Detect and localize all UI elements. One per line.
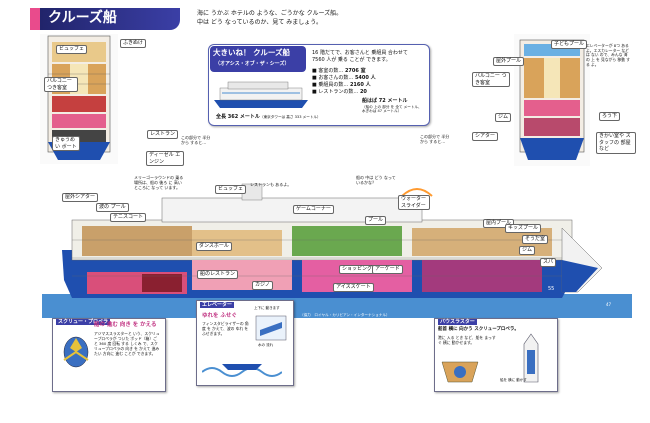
ship-label-gym: ジム xyxy=(519,246,536,255)
ship-label-tennis: テニスコート xyxy=(110,213,147,222)
stabilizer-wave-label: 上下に 動きます xyxy=(254,306,280,310)
ship-label-theater-hall: ダンスホール xyxy=(196,242,232,251)
right-label-balcony: バルコニー つき客室 xyxy=(472,72,510,87)
intro-line-1: 海に うかぶ ホテルの ような、ごうかな クルーズ船。 xyxy=(197,10,343,17)
info-length-label: 全長 362 メートル xyxy=(216,114,260,120)
ship-label-restaurant: 船のレストラン xyxy=(197,270,239,279)
aqua-theater-area xyxy=(82,226,192,256)
ship-hull-number: 55 xyxy=(548,286,555,292)
stabilizer-wave-illustration xyxy=(202,364,282,377)
stabilizer-card xyxy=(196,300,294,386)
left-flap-hint: この部分で 半分から すると… xyxy=(181,135,211,145)
left-label-buffet: ビュッフェ xyxy=(56,45,88,54)
water-slide xyxy=(401,188,433,197)
info-width-label: 船はば 72 メートル xyxy=(362,98,408,104)
info-desc-2: 7560 人が 乗る ことが できます。 xyxy=(312,57,391,63)
stabilizer-title: ゆれを ふせぐ xyxy=(202,313,237,319)
left-label-fukinuke: ふきぬけ xyxy=(120,39,147,48)
info-stat-3: ■ 乗組員の数… 2160 人 xyxy=(312,82,371,88)
stat-label-crew: 乗組員の数 xyxy=(318,82,344,88)
screw-text: アジマススラスターと いう、スクリュープロペラが ついた ポッド（箱）ごと 36… xyxy=(94,331,160,356)
ship-label-buffet: ビュッフェ xyxy=(215,185,247,194)
stat-value-guests: 5400 人 xyxy=(354,75,376,81)
right-label-kids-pool: 子どもプール xyxy=(551,40,588,49)
stat-value-rooms: 2706 室 xyxy=(344,68,366,74)
screw-propeller-illustration xyxy=(63,336,89,368)
right-label-rope: ろう下 xyxy=(599,112,621,121)
info-stat-2: ■ お客さんの数… 5400 人 xyxy=(312,75,376,81)
central-park-area xyxy=(292,226,402,256)
right-bubble: エレベーターが 8つ あるよ。エスカレーター などは ない ので、みんな 海の … xyxy=(586,43,631,67)
stabilizer-label: エレベーター xyxy=(200,302,235,308)
left-label-diesel: ディーゼル エンジン xyxy=(146,151,184,166)
ship-label-pool-mid: プール xyxy=(365,216,387,225)
page-number-right: 47 xyxy=(606,302,612,307)
left-label-balcony: バルコニー つき客室 xyxy=(44,77,78,92)
stabilizer-text: フィンスタビライザーの 角度 を かえて、波の ゆれ を ふせぎます。 xyxy=(202,321,249,336)
right-cutaway-svg xyxy=(519,39,585,160)
info-title: 大きいね！ クルーズ船 xyxy=(213,48,291,57)
stat-label-guests: お客さんの数 xyxy=(318,75,349,81)
ship-label-casino: カジノ xyxy=(252,281,273,290)
bow-thruster-illustration xyxy=(441,361,479,383)
ship-bridge-note: 船の 中は どう なって いるかな？ xyxy=(356,175,396,185)
info-ship-side-view xyxy=(214,81,308,108)
ship-label-spa: スパ xyxy=(540,258,557,267)
bow-label: バウスラスター xyxy=(438,319,477,325)
ship-label-water-slider: ウォーター スライダー xyxy=(398,195,430,210)
right-label-theater: シアター xyxy=(472,132,499,141)
ship-label-kids-pool: キッズプール xyxy=(505,224,542,233)
page-title: クルーズ船 xyxy=(48,10,117,26)
ship-merry-note: メリーゴーラウンドの 乗る 場所は、船の 後ろ に 高い ところに なって いま… xyxy=(134,175,184,190)
left-label-restaurant: レストラン xyxy=(147,130,179,139)
bow-ship-topview xyxy=(523,333,539,383)
ship-cutaway xyxy=(42,183,632,318)
page-number-left: 46 xyxy=(36,302,42,307)
ship-label-shopping: ショッピング xyxy=(339,265,376,274)
stat-label-restaurants: レストランの数 xyxy=(318,89,354,95)
right-label-staff-room: きかい室や スタッフの 部屋 など xyxy=(596,132,636,154)
ship-buffet-note: レストランも あるよ。 xyxy=(250,182,292,187)
screw-label: スクリュー・プロペラ xyxy=(56,319,111,325)
stabilizer-fin-illustration xyxy=(255,315,287,341)
info-stat-4: ■ レストランの数… 20 xyxy=(312,89,367,95)
bow-text: 港に 入る とき など、船を まっすぐ 横に 動かせます。 xyxy=(438,335,496,345)
ship-label-hot-tub: そうだ室 xyxy=(522,235,549,244)
right-flap-hint: この部分で 半分から すると… xyxy=(420,134,450,144)
screw-title: 船の 進む 向き を かえる xyxy=(94,322,157,328)
ship-label-pool-left: 波の プール xyxy=(96,203,129,212)
bow-arrow-label: 船を 横に 動かす xyxy=(500,378,527,382)
stat-value-crew: 2160 人 xyxy=(349,82,371,88)
info-width-note: （船の 上の 部分 を 全て メートル、水ぎわは 47 メートル） xyxy=(362,105,422,114)
casino-area xyxy=(142,274,182,292)
title-corner xyxy=(30,8,40,30)
right-label-gym: ジム xyxy=(495,113,512,122)
info-stat-1: ■ 客室の数… 2706 室 xyxy=(312,68,366,74)
left-label-lifeboat: きゅうめい ボート xyxy=(52,136,80,151)
ship-label-outdoor-pool: 屋内プール xyxy=(483,219,515,228)
title-bar xyxy=(30,8,180,30)
right-cutaway-panel xyxy=(514,34,590,166)
bow-hull xyxy=(562,260,598,292)
stat-value-restaurants: 20 xyxy=(359,89,367,95)
ship-label-game-corner: ゲームコーナー xyxy=(293,205,334,214)
ship-label-ice-skate: アイススケート xyxy=(333,283,374,292)
info-length-note: （東京タワーは 高さ 333 メートル） xyxy=(260,115,321,119)
info-title-bar xyxy=(210,46,306,72)
ship-label-aqua-theater: 屋外シアター xyxy=(62,193,99,202)
stat-label-rooms: 客室の数 xyxy=(318,68,339,74)
ship-label-arcade: アーケード xyxy=(372,265,403,274)
intro-line-2: 中は どう なっているのか、見て みましょう。 xyxy=(197,19,322,26)
right-label-pool: 屋外プール xyxy=(493,57,525,66)
stabilizer-sea-label: 水の 流れ xyxy=(258,343,274,347)
info-subtitle: （オアシス・オブ・ザ・シーズ） xyxy=(215,61,290,67)
bow-title: 船首 横に 向かう スクリュープロペラ。 xyxy=(438,327,519,332)
credit-line: （協力 ロイヤル・カリビアン・インターナショナル） xyxy=(300,313,390,317)
info-desc-1: 16 階だてで、お客さんと 乗組員 合わせて xyxy=(312,50,408,56)
